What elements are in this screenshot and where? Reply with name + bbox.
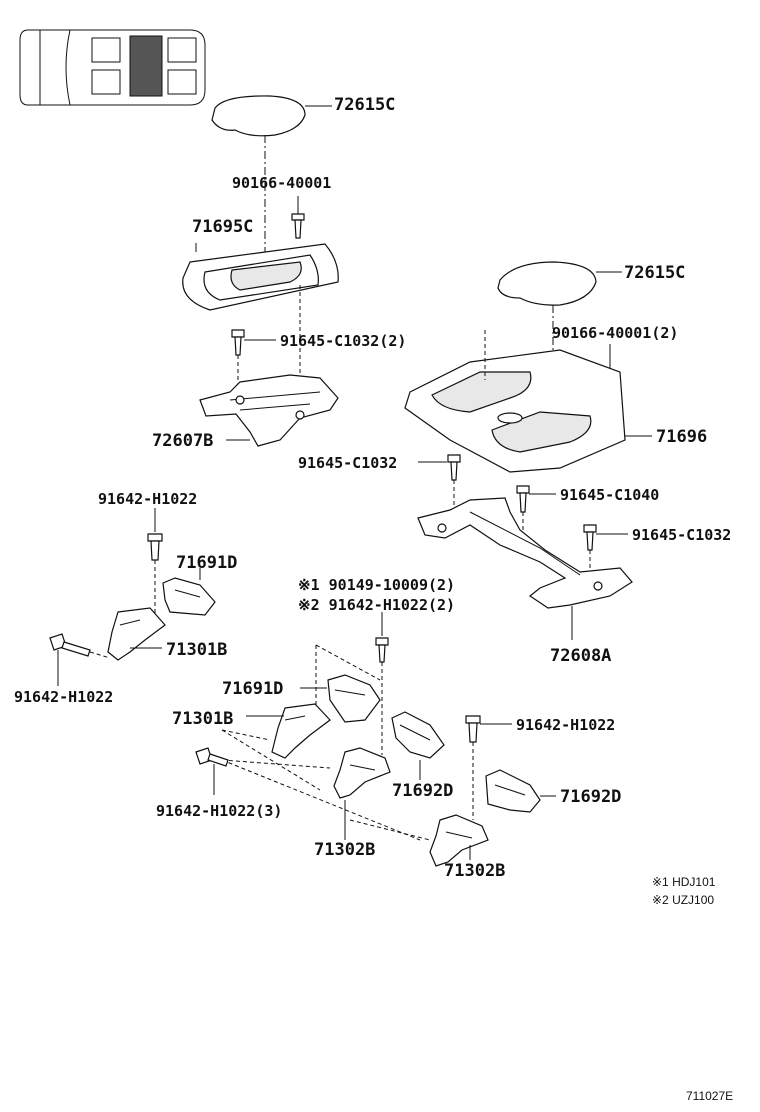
bolt-91642-h1022-b: [49, 633, 111, 686]
clip-71692d-b: [485, 769, 556, 813]
bolt-91642-h1022-c: [465, 715, 512, 820]
bolt-91645-c1032-mid: [418, 454, 461, 510]
console-71696: [404, 330, 652, 473]
bolt-91642-h1022-a: [147, 508, 163, 620]
console-71695c: [182, 243, 339, 311]
label-90166-pair: 90166-40001(2): [552, 324, 678, 342]
label-72615c-right: 72615C: [624, 263, 685, 283]
clip-71692d-a: [391, 711, 445, 780]
label-71691d-b: 71691D: [222, 679, 283, 699]
bolt-90149-91642-note: [375, 612, 389, 755]
screw-90166-top: [264, 135, 305, 260]
label-72615c-top: 72615C: [334, 95, 395, 115]
label-91645-c1032-mid: 91645-C1032: [298, 454, 397, 472]
label-71691d-a: 71691D: [176, 553, 237, 573]
label-71692d-b: 71692D: [560, 787, 621, 807]
bolt-91642-h1022-triple: [195, 747, 229, 795]
clip-71691d-a: [162, 568, 216, 616]
label-90166-top: 90166-40001: [232, 174, 331, 192]
label-91645-c1032-right: 91645-C1032: [632, 526, 731, 544]
bracket-72608a: [417, 497, 633, 640]
label-91645-c1040: 91645-C1040: [560, 486, 659, 504]
label-71696: 71696: [656, 427, 707, 447]
vehicle-locator-icon: [19, 29, 206, 106]
note-uzj100: ※2 UZJ100: [652, 893, 714, 907]
bracket-71301b-b: [246, 703, 331, 759]
bracket-71302b-a: [333, 747, 391, 840]
bolt-91645-c1032-right: [583, 524, 628, 580]
label-71695c: 71695C: [192, 217, 253, 237]
label-note2-part: ※2 91642-H1022(2): [298, 596, 455, 614]
bracket-71302b-b: [429, 814, 489, 867]
bracket-72607b: [199, 374, 339, 447]
clip-71691d-b: [300, 674, 381, 723]
label-71302b-a: 71302B: [314, 840, 375, 860]
label-72607b: 72607B: [152, 431, 213, 451]
note-hdj101: ※1 HDJ101: [652, 875, 716, 889]
label-71692d-a: 71692D: [392, 781, 453, 801]
label-note1-part: ※1 90149-10009(2): [298, 576, 455, 594]
figure-code: 711027E: [686, 1089, 733, 1103]
label-71302b-b: 71302B: [444, 861, 505, 881]
label-91642-h1022-b: 91642-H1022: [14, 688, 113, 706]
label-91642-h1022-c: 91642-H1022: [516, 716, 615, 734]
label-91645-c1032-pair: 91645-C1032(2): [280, 332, 406, 350]
label-71301b-a: 71301B: [166, 640, 227, 660]
label-91642-h1022-a: 91642-H1022: [98, 490, 197, 508]
assembly-guide-lines: [221, 644, 431, 841]
cover-72615c-right: [497, 261, 622, 430]
label-71301b-b: 71301B: [172, 709, 233, 729]
bracket-71301b-a: [107, 607, 166, 661]
bolt-91645-c1040: [516, 485, 556, 545]
label-91642-h1022-triple: 91642-H1022(3): [156, 802, 282, 820]
label-72608a: 72608A: [550, 646, 611, 666]
cover-72615c-top: [211, 95, 332, 137]
